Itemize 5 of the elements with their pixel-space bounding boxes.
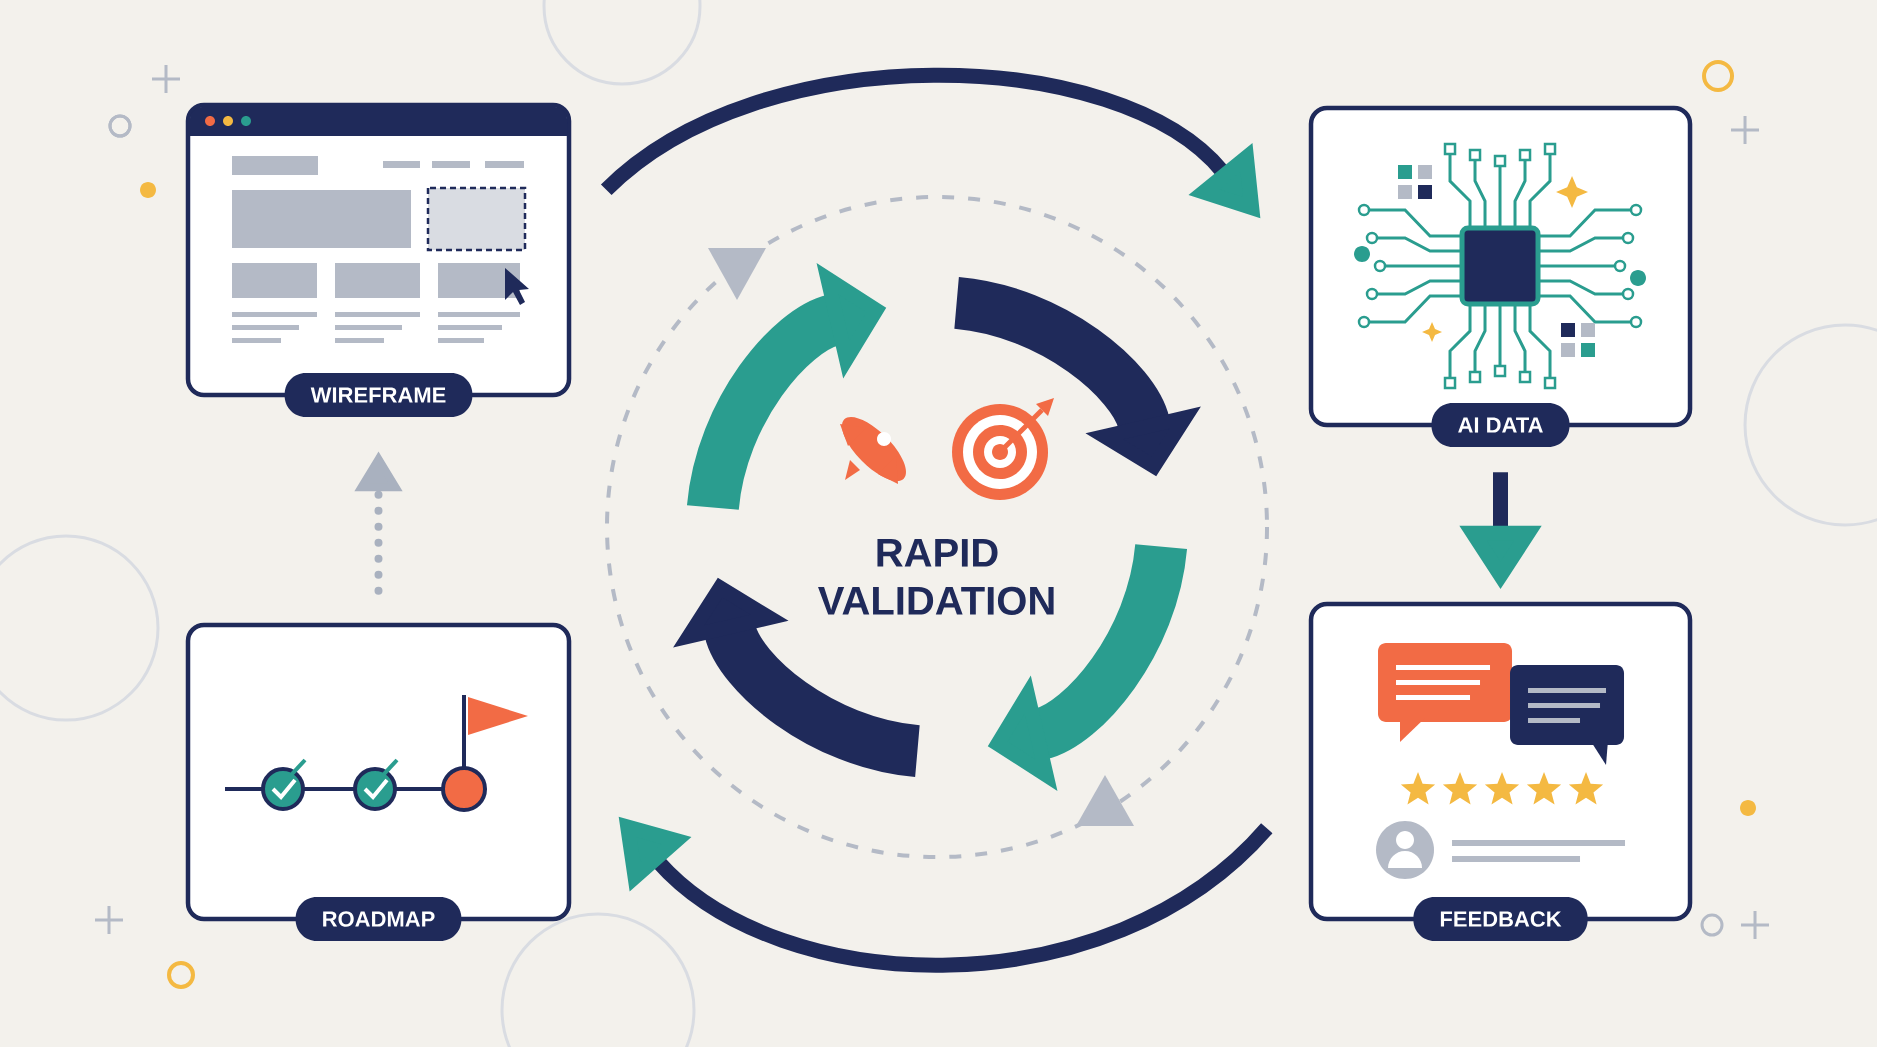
label-pill: ROADMAP: [295, 897, 462, 941]
label-pill: FEEDBACK: [1413, 897, 1588, 941]
label-pill: WIREFRAME: [284, 373, 473, 417]
label-pill: AI DATA: [1431, 403, 1570, 447]
heading-text: RAPID VALIDATION: [818, 539, 1054, 615]
